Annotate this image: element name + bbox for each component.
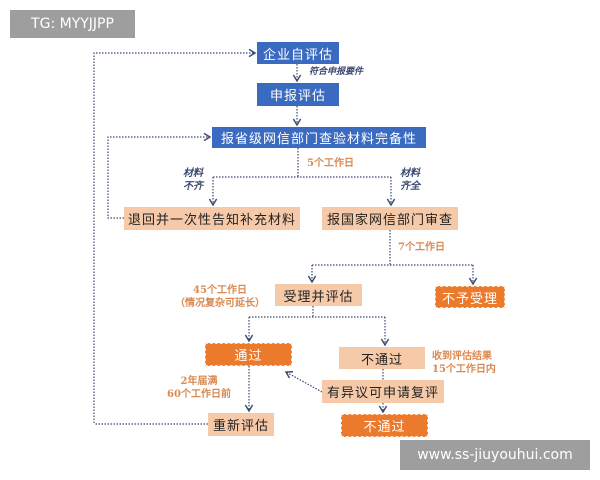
label-result-line1: 收到评估结果 bbox=[432, 351, 492, 362]
node-apply-evaluation: 申报评估 bbox=[257, 83, 339, 106]
label-expiry-line1: 2年届满 bbox=[180, 376, 218, 387]
node-fail-final: 不通过 bbox=[341, 414, 428, 437]
label-incomplete-line2: 不齐 bbox=[183, 181, 203, 192]
watermark-top: TG: MYYJJPP bbox=[10, 10, 135, 38]
label-45-days-line1: 45个工作日 bbox=[193, 285, 247, 296]
label-incomplete-line1: 材料 bbox=[183, 168, 203, 179]
node-national-review: 报国家网信部门审查 bbox=[322, 207, 458, 230]
label-result-line2: 15个工作日内 bbox=[432, 364, 496, 375]
node-pass: 通过 bbox=[205, 343, 292, 366]
label-expiry: 2年届满 60个工作日前 bbox=[160, 375, 238, 401]
node-return-materials: 退回并一次性告知补充材料 bbox=[124, 207, 300, 230]
label-7-days: 7个工作日 bbox=[398, 242, 445, 253]
label-complete-line2: 齐全 bbox=[400, 181, 420, 192]
node-appeal: 有异议可申请复评 bbox=[322, 380, 444, 403]
node-re-evaluate: 重新评估 bbox=[208, 413, 274, 436]
watermark-bottom: www.ss-jiuyouhui.com bbox=[400, 440, 590, 470]
label-45-days: 45个工作日 （情况复杂可延长） bbox=[170, 284, 270, 310]
label-meets-requirements: 符合申报要件 bbox=[309, 67, 364, 77]
node-reject: 不予受理 bbox=[435, 286, 505, 308]
node-self-evaluation: 企业自评估 bbox=[257, 42, 339, 64]
label-complete-line1: 材料 bbox=[400, 168, 420, 179]
label-incomplete: 材料不齐 bbox=[183, 167, 203, 193]
label-complete: 材料齐全 bbox=[400, 167, 420, 193]
label-45-days-line2: （情况复杂可延长） bbox=[175, 298, 265, 309]
node-accept-evaluate: 受理并评估 bbox=[275, 284, 362, 306]
node-provincial-check: 报省级网信部门查验材料完备性 bbox=[212, 127, 426, 148]
label-expiry-line2: 60个工作日前 bbox=[167, 389, 231, 400]
label-result-deadline: 收到评估结果 15个工作日内 bbox=[432, 350, 496, 376]
label-5-days: 5个工作日 bbox=[307, 158, 354, 169]
node-fail: 不通过 bbox=[339, 347, 425, 369]
